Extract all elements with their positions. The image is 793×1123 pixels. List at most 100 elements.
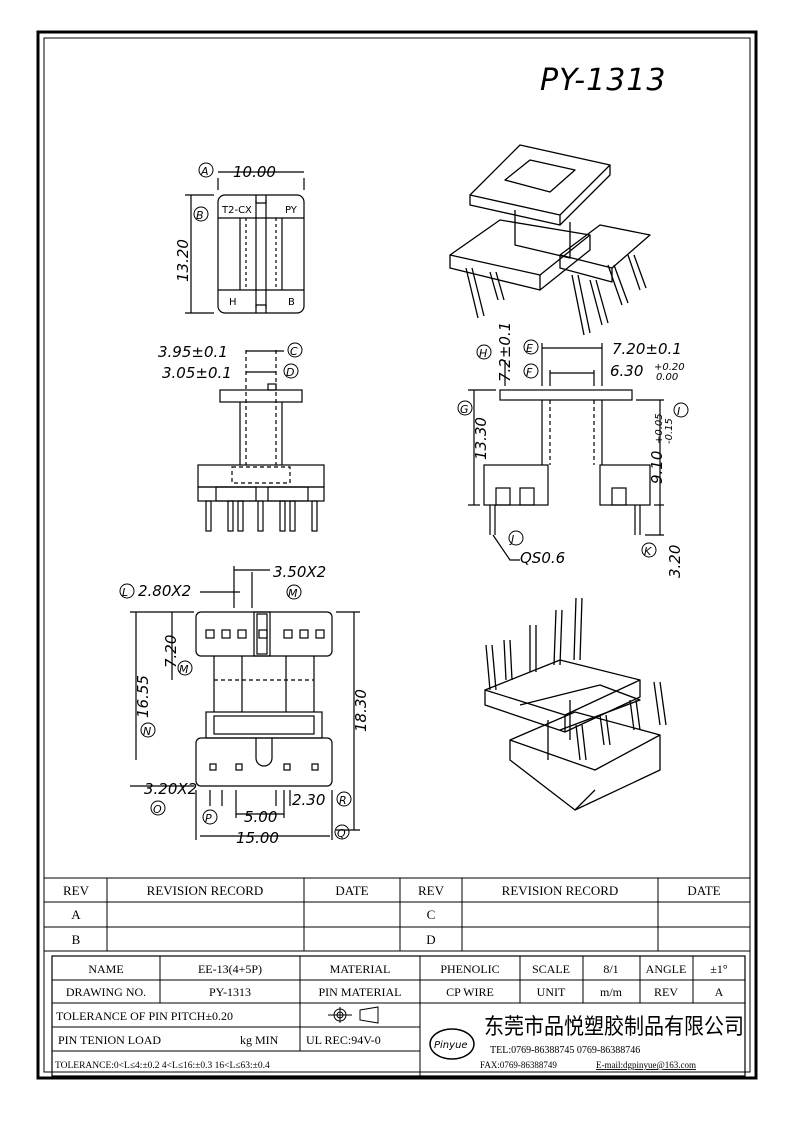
dim-top-height: 13.20 [174,239,192,282]
inner-border [43,37,751,1073]
callout-l [119,583,135,599]
dim-bottom-q: 15.00 [236,829,279,847]
company-logo: Pinyue [429,1028,475,1060]
rev-header-1: REV [63,883,90,898]
callout-n [140,722,156,738]
bottom-view [130,566,360,840]
dim-side-i-tol-dn: -0.15 [664,418,675,444]
callout-k-label: K [644,545,652,558]
rev-header-2: REVISION RECORD [147,883,264,898]
company-email[interactable]: E-mail:dgpinyue@163.com [596,1060,696,1070]
label-h: H [229,297,237,308]
callout-r-label: R [339,794,347,807]
unit-label: UNIT [537,985,566,999]
material-value: PHENOLIC [440,962,499,976]
angle-value: ±1° [710,962,728,976]
pin-material-value: CP WIRE [446,985,494,999]
unit-value: m/m [600,985,623,999]
callout-g-label: G [460,403,469,416]
dim-front-305: 3.05±0.1 [162,364,232,382]
dim-bottom-m2: 7.20 [162,635,180,668]
callout-d-label: D [286,366,294,379]
rev-header-6: DATE [687,883,720,898]
callout-m2-label: M [179,663,189,676]
callout-m2 [177,660,193,676]
pin-tension-unit: kg MIN [240,1033,279,1047]
callout-l-label: L [122,586,128,599]
callout-i-label: I [677,405,680,418]
callout-b [193,206,209,222]
dim-bottom-n: 16.55 [134,675,152,718]
callout-m [286,584,302,600]
revision-table [44,877,750,952]
name-value: EE-13(4+5P) [198,962,262,976]
callout-c-label: C [290,345,298,358]
dim-side-i-tol-up: +0.05 [654,413,665,444]
logo-text: Pinyue [434,1040,468,1051]
rev-value: A [715,985,724,999]
callout-a-label: A [200,165,209,178]
projection-symbol [328,1006,379,1024]
dim-side-k: 3.20 [666,545,684,578]
angle-label: ANGLE [646,962,687,976]
rev-header-3: DATE [335,883,368,898]
label-b: B [288,297,295,308]
callout-m-label: M [288,587,298,600]
callout-f-label: F [526,366,533,379]
callout-k [641,542,657,558]
callout-h-label: H [479,347,487,360]
callout-e [523,339,539,355]
dim-side-e: 7.20±0.1 [612,340,682,358]
callout-o [150,800,166,816]
dim-front-395: 3.95±0.1 [158,343,228,361]
front-view [197,350,325,532]
callout-f [523,363,539,379]
company-tel: TEL:0769-86388745 0769-86388746 [490,1045,640,1056]
title-block-grid [52,956,745,1076]
rev-header-4: REV [418,883,445,898]
title-block [51,955,746,1077]
callout-c [287,342,303,358]
rev-row-c: C [427,907,436,922]
ul-rec: UL REC:94V-0 [306,1033,381,1047]
callout-q [334,824,350,840]
callout-d [283,363,299,379]
rev-row-a: A [71,907,81,922]
callout-p [202,809,218,825]
pin-tension-label: PIN TENION LOAD [58,1033,161,1047]
drawing-title: PY-1313 [540,63,666,98]
callout-n-label: N [143,725,151,738]
label-py: PY [285,205,298,216]
drawing-no-value: PY-1313 [209,985,251,999]
material-label: MATERIAL [330,962,391,976]
callout-b-label: B [196,209,204,222]
dim-side-f: 6.30 [610,362,643,380]
tolerance-ranges: TOLERANCE:0<L≤4:±0.2 4<L≤16:±0.3 16<L≤63… [55,1061,270,1071]
isometric-view-bottom [484,597,667,811]
callout-e-label: E [526,342,533,355]
dim-side-pin: QS0.6 [520,549,565,567]
rev-row-b: B [72,932,81,947]
callout-i [673,402,689,418]
dim-side-h: 7.2±0.1 [496,322,514,382]
side-view [468,343,664,561]
callout-g [457,400,473,416]
callout-h [476,344,492,360]
callout-j-label: J [509,533,514,546]
company-fax: FAX:0769-86388749 [480,1060,557,1070]
rev-header-5: REVISION RECORD [502,883,619,898]
sheet-border [36,30,758,1080]
callout-j [508,530,524,546]
label-t2cx: T2-CX [221,205,252,216]
dim-bottom-l: 2.80X2 [138,582,191,600]
pin-material-label: PIN MATERIAL [319,985,402,999]
dim-side-f-tol-up: +0.20 [654,362,685,373]
rev-label: REV [654,985,678,999]
dim-bottom-p: 5.00 [244,808,277,826]
rev-row-d: D [426,932,435,947]
callout-p-label: P [205,812,212,825]
dim-bottom-r: 2.30 [292,791,325,809]
scale-value: 8/1 [603,962,618,976]
dim-side-i: 9.10 [648,451,666,484]
